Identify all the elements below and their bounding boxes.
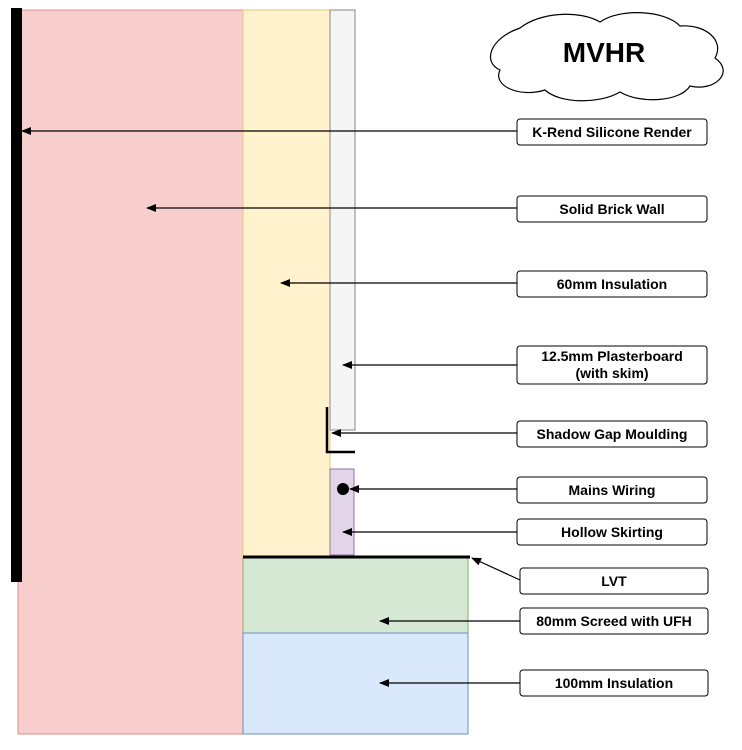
- label-hollow-skirting-text: Hollow Skirting: [561, 524, 663, 540]
- label-plasterboard-line2: (with skim): [575, 365, 648, 381]
- label-render: K-Rend Silicone Render: [516, 118, 708, 146]
- label-shadow-gap: Shadow Gap Moulding: [516, 420, 708, 448]
- label-plasterboard: 12.5mm Plasterboard (with skim): [516, 345, 708, 385]
- label-shadow-gap-text: Shadow Gap Moulding: [537, 426, 688, 442]
- label-plasterboard-line1: 12.5mm Plasterboard: [541, 348, 683, 364]
- label-brick-text: Solid Brick Wall: [559, 201, 664, 217]
- label-wall-insulation-text: 60mm Insulation: [557, 276, 667, 292]
- label-wall-insulation: 60mm Insulation: [516, 270, 708, 298]
- silicone-render-layer: [11, 8, 22, 582]
- label-screed-text: 80mm Screed with UFH: [536, 613, 692, 629]
- label-hollow-skirting: Hollow Skirting: [516, 518, 708, 546]
- mains-wiring-dot: [337, 483, 349, 495]
- label-screed: 80mm Screed with UFH: [519, 607, 709, 635]
- label-brick: Solid Brick Wall: [516, 195, 708, 223]
- mvhr-title: MVHR: [563, 37, 645, 68]
- label-lvt: LVT: [519, 567, 709, 595]
- label-render-text: K-Rend Silicone Render: [532, 124, 692, 140]
- plasterboard-layer: [329, 9, 356, 431]
- screed-layer: [242, 557, 469, 634]
- label-floor-insulation-text: 100mm Insulation: [555, 675, 673, 691]
- label-lvt-text: LVT: [601, 573, 627, 589]
- label-mains-wiring-text: Mains Wiring: [569, 482, 656, 498]
- hollow-skirting-layer: [329, 468, 355, 556]
- shadow-gap-moulding-shape: [325, 407, 355, 454]
- mvhr-cloud: [489, 12, 724, 102]
- wall-insulation-layer: [242, 9, 331, 559]
- label-floor-insulation: 100mm Insulation: [519, 669, 709, 697]
- solid-brick-wall-layer: [17, 9, 244, 735]
- label-mains-wiring: Mains Wiring: [516, 476, 708, 504]
- lvt-arrow: [471, 557, 521, 581]
